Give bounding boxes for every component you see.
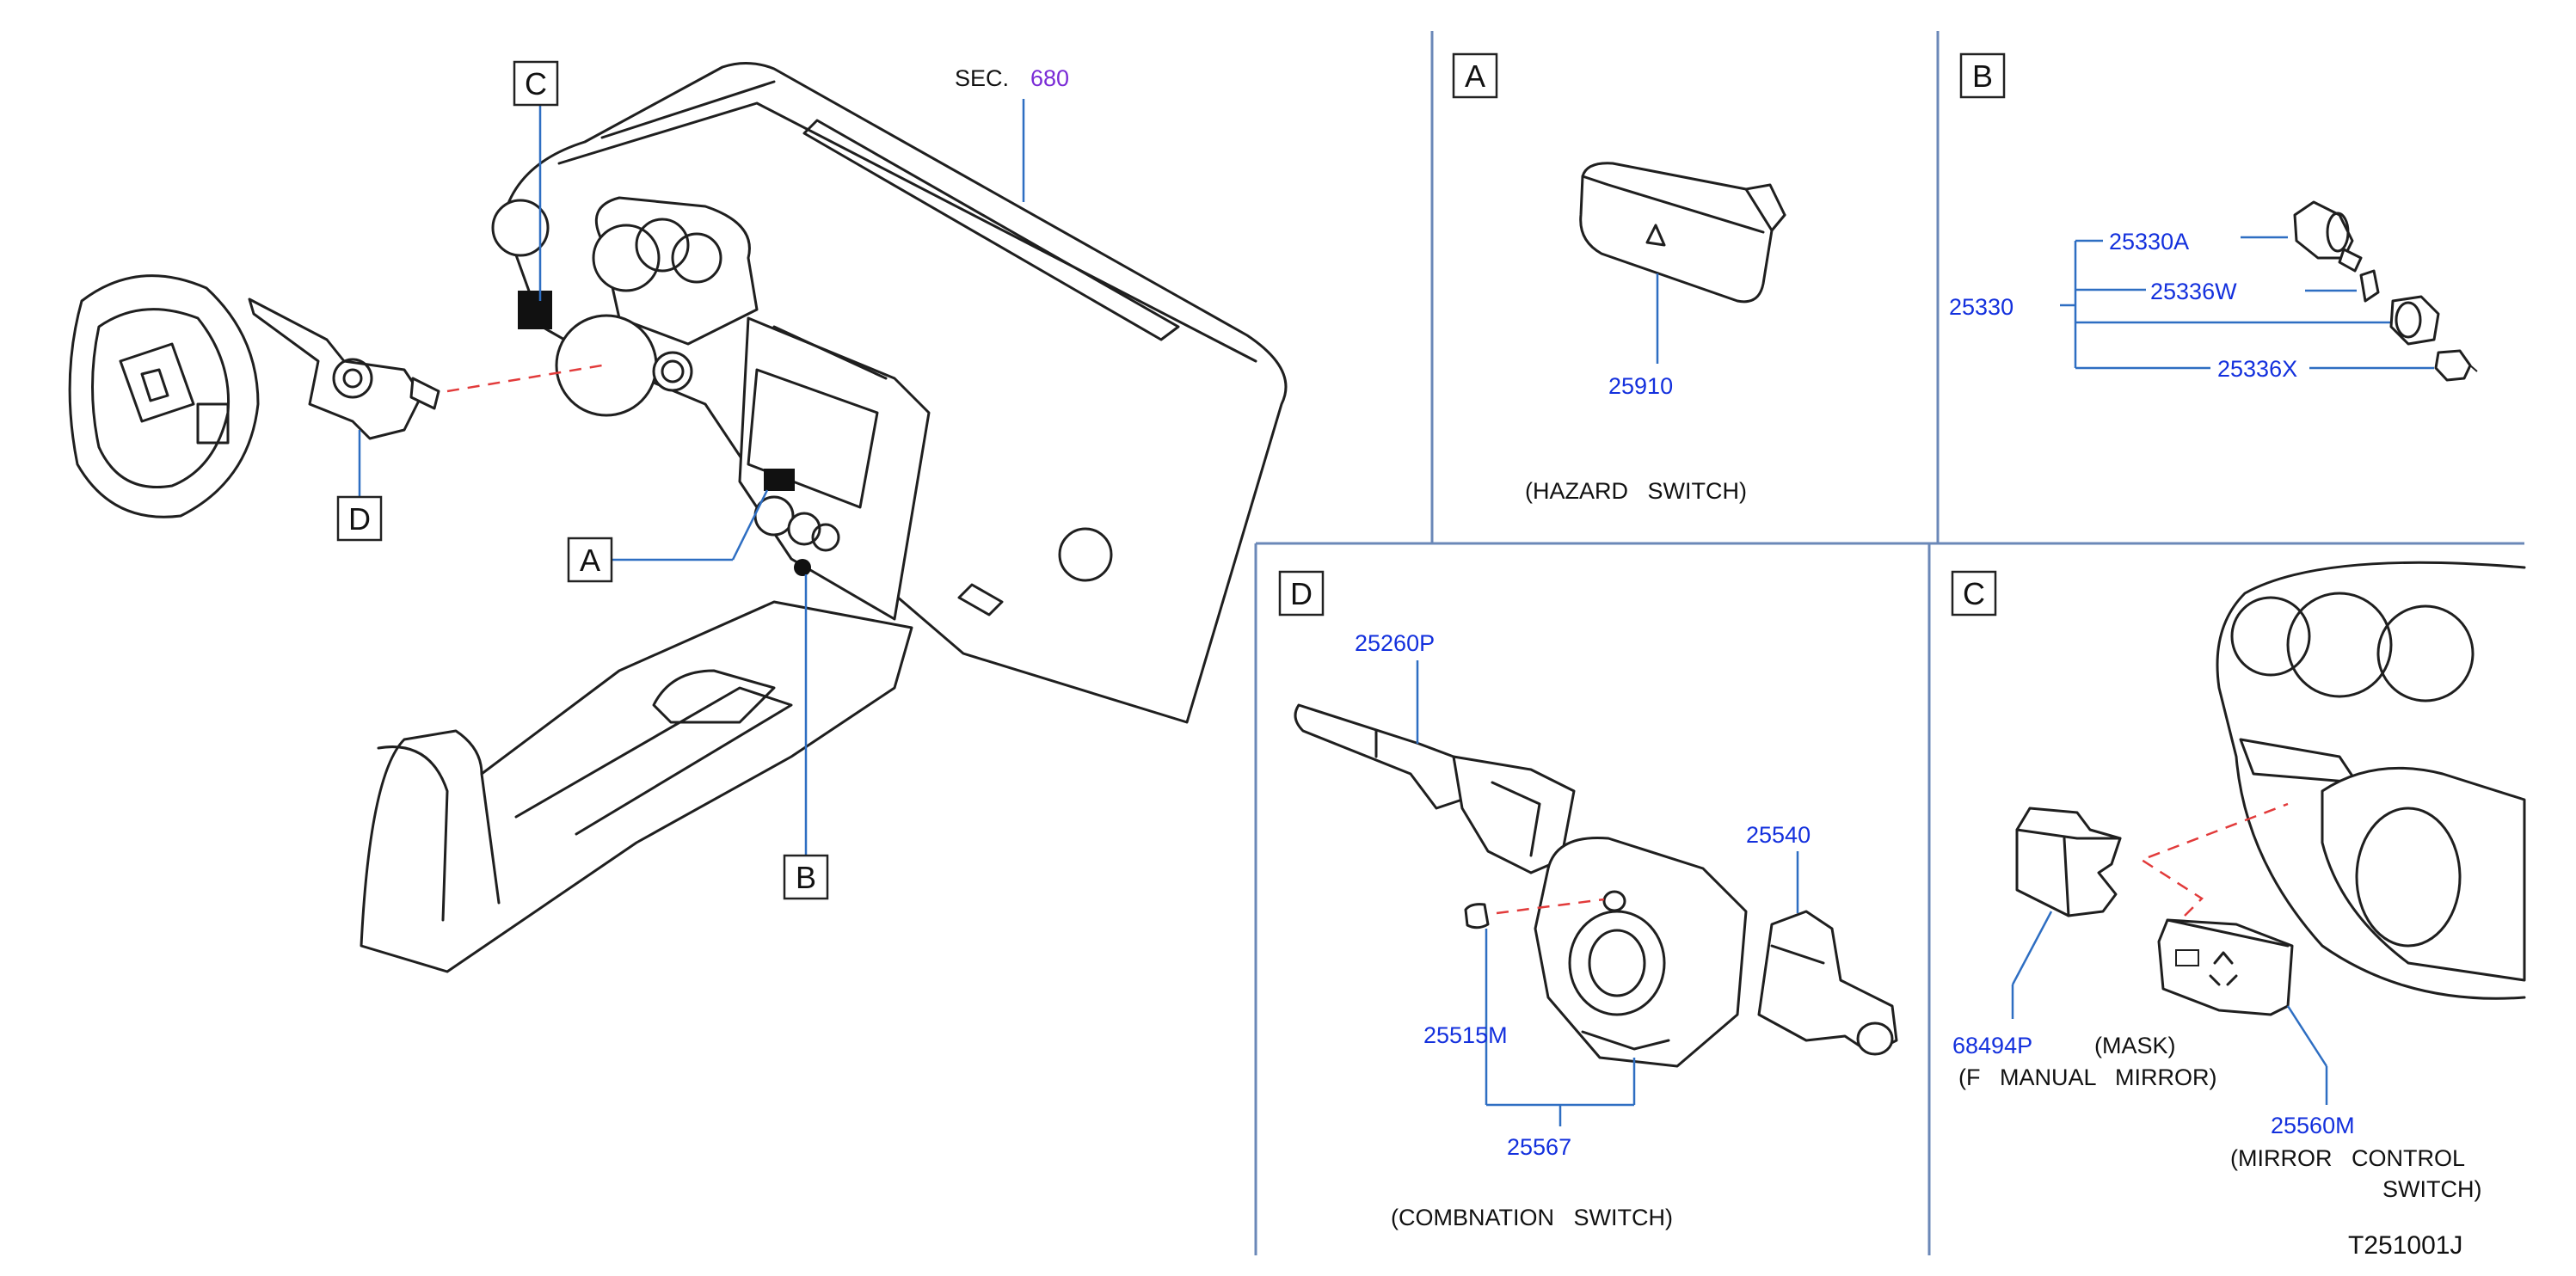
section-number[interactable]: 680 bbox=[1030, 65, 1069, 91]
callout-d-box[interactable] bbox=[336, 495, 383, 542]
mirror-switch-part bbox=[2157, 918, 2294, 1016]
callout-c-label[interactable]: C bbox=[525, 66, 547, 101]
mirror-switch-label-line1: (MIRROR CONTROL bbox=[2230, 1145, 2465, 1171]
panel-a-letter: A bbox=[1465, 58, 1485, 94]
combination-switch-part-number[interactable]: 25567 bbox=[1507, 1134, 1571, 1160]
callout-b-label[interactable]: B bbox=[796, 860, 816, 895]
panel-b-letter: B bbox=[1972, 58, 1993, 94]
cigar-lighter-location bbox=[794, 559, 811, 576]
drawing-id: T251001J bbox=[2348, 1231, 2462, 1260]
wiper-lever bbox=[1294, 703, 1464, 810]
lighter-knob-part-number[interactable]: 25330A bbox=[2109, 229, 2189, 255]
pin-part-number[interactable]: 25515M bbox=[1423, 1022, 1508, 1048]
lighter-ring-part-number[interactable]: 25336W bbox=[2150, 279, 2237, 304]
mask-description: (F MANUAL MIRROR) bbox=[1958, 1064, 2217, 1090]
lighter-part-number[interactable]: 25330 bbox=[1949, 294, 2013, 320]
lighter-socket bbox=[2389, 295, 2440, 346]
hazard-switch-location bbox=[764, 469, 795, 491]
panel-b: B 25330 25330A 25336W 25336X bbox=[1949, 52, 2478, 382]
overview-callouts: C D A B bbox=[336, 60, 829, 900]
panel-d: D 25260P 25515M 25567 25540 (COMBNATION … bbox=[1278, 570, 1898, 1230]
panel-d-letter: D bbox=[1290, 576, 1313, 611]
overview-illustration: SEC. 680 bbox=[68, 62, 1288, 973]
light-lever bbox=[1757, 910, 1898, 1055]
callout-c-box[interactable] bbox=[513, 60, 559, 107]
light-lever-part-number[interactable]: 25540 bbox=[1746, 822, 1811, 848]
callout-a-label[interactable]: A bbox=[580, 543, 600, 578]
panel-frames bbox=[1254, 31, 2524, 1255]
center-console bbox=[360, 600, 913, 973]
callout-a-box[interactable] bbox=[567, 537, 613, 583]
pin-part bbox=[1464, 903, 1490, 929]
mirror-switch-part-number[interactable]: 25560M bbox=[2271, 1113, 2355, 1138]
spiral-cable bbox=[1534, 836, 1748, 1068]
callout-d-label[interactable]: D bbox=[348, 501, 371, 537]
panel-c-letter: C bbox=[1963, 576, 1985, 611]
callout-b-box[interactable] bbox=[783, 854, 829, 900]
wiper-lever-part-number[interactable]: 25260P bbox=[1355, 630, 1435, 656]
mirror-switch-label-line2: SWITCH) bbox=[2382, 1176, 2481, 1202]
mask-name: (MASK) bbox=[2094, 1033, 2176, 1058]
panel-c: C 68494P (MASK) (F MANUAL MIRROR) 25560M… bbox=[1951, 561, 2526, 1202]
section-label: SEC. bbox=[955, 65, 1009, 91]
dash-detail bbox=[2216, 561, 2526, 1000]
lighter-knob bbox=[2293, 200, 2354, 260]
mask-part bbox=[2015, 807, 2122, 917]
lighter-socket-part-number[interactable]: 25336X bbox=[2217, 356, 2297, 382]
combination-switch-caption: (COMBNATION SWITCH) bbox=[1391, 1205, 1673, 1230]
hazard-switch-drawing bbox=[1579, 162, 1786, 304]
panel-b-letter-box bbox=[1959, 52, 2006, 99]
mirror-switch-location bbox=[518, 291, 552, 329]
mask-part-number[interactable]: 68494P bbox=[1952, 1033, 2032, 1058]
panel-c-letter-box bbox=[1951, 570, 1997, 617]
hazard-switch-caption: (HAZARD SWITCH) bbox=[1525, 478, 1747, 504]
lighter-ring bbox=[2359, 269, 2380, 303]
panel-a: A 25910 (HAZARD SWITCH) bbox=[1452, 52, 1786, 504]
lighter-terminal bbox=[2434, 349, 2472, 382]
panel-a-letter-box bbox=[1452, 52, 1498, 99]
panel-d-letter-box bbox=[1278, 570, 1325, 617]
hazard-switch-part-number[interactable]: 25910 bbox=[1608, 373, 1673, 399]
